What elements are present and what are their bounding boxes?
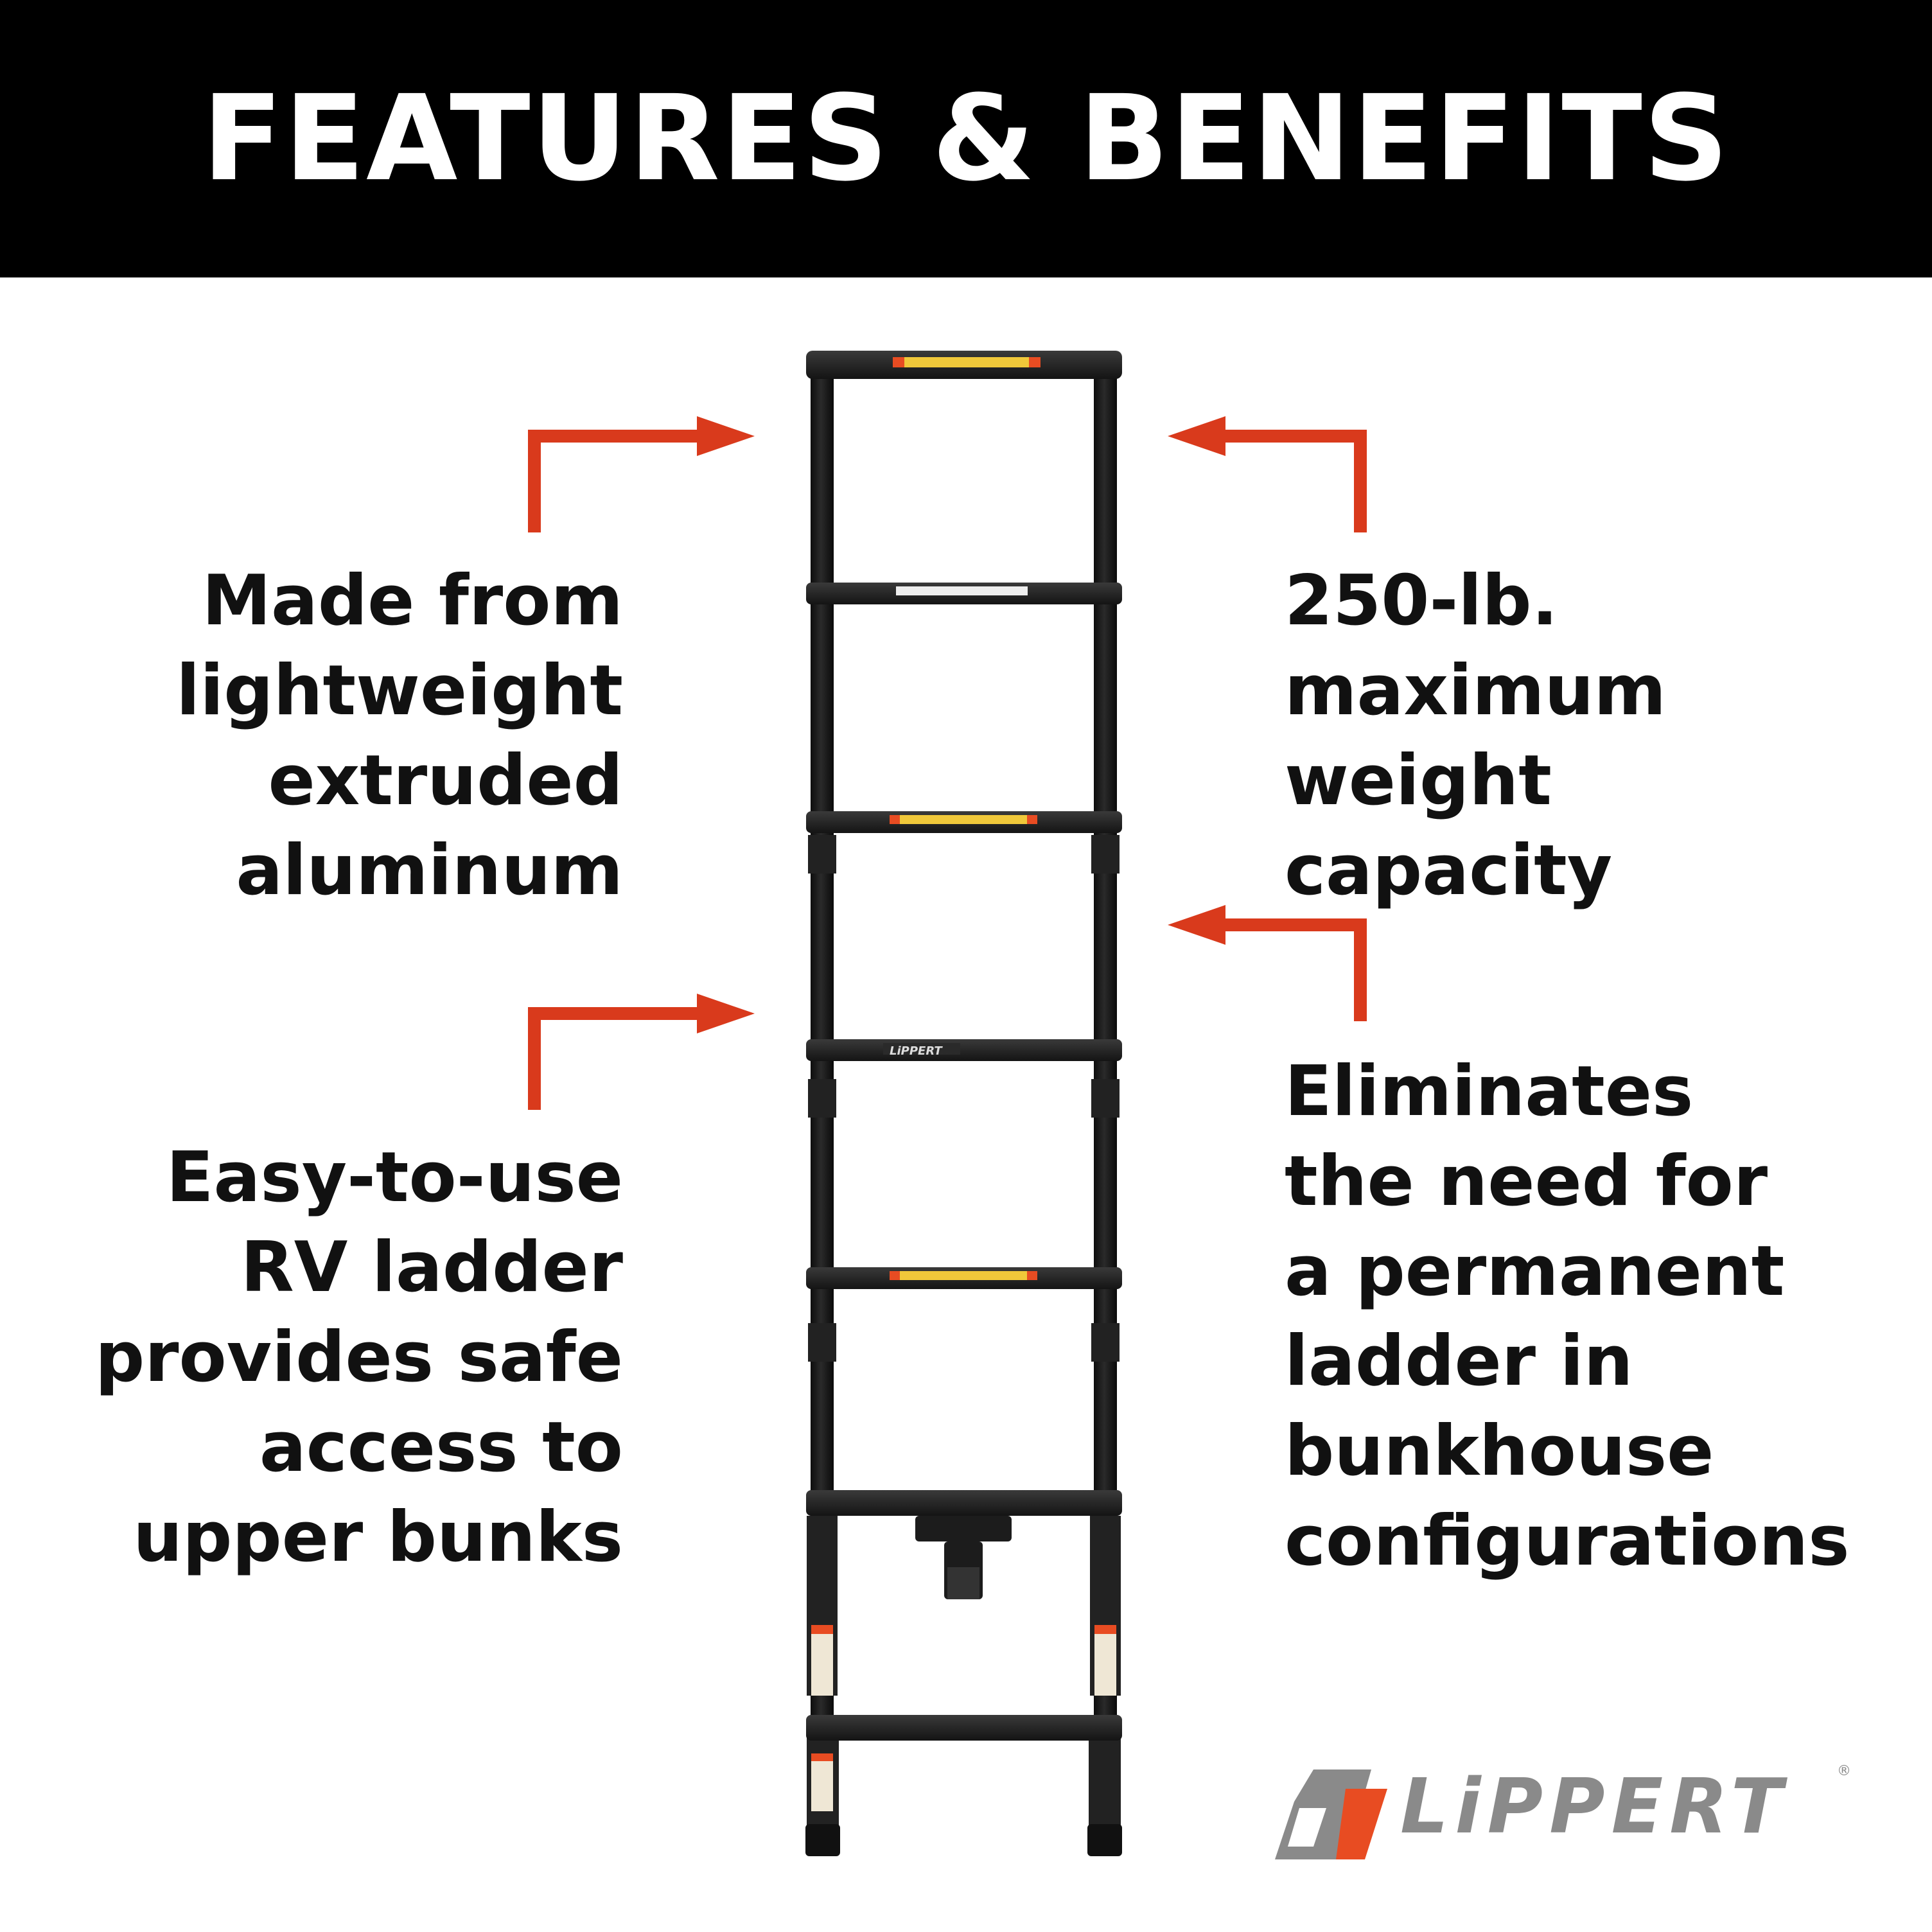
callout-arrow-icon	[1168, 905, 1367, 1021]
ladder-rail-joints	[807, 835, 1121, 1836]
ladder-top-rung-label	[893, 357, 1041, 367]
feature-capacity: 250-lb. maximum weight capacity	[1285, 561, 1667, 911]
feature-access: Easy-to-use RV ladder provides safe acce…	[94, 1137, 623, 1577]
ladder-right-foot	[1087, 1824, 1122, 1856]
brand-registered-mark: ®	[1837, 1763, 1851, 1779]
feature-eliminates: Eliminates the need for a permanent ladd…	[1285, 1051, 1850, 1581]
ladder-latch	[915, 1516, 1012, 1599]
brand-logo: LiPPERT ®	[1275, 1763, 1853, 1866]
ladder-rail-labels	[811, 1625, 1116, 1811]
callout-arrow-icon	[1168, 416, 1367, 532]
ladder-rungs	[806, 583, 1122, 1741]
header-banner: FEATURES & BENEFITS	[0, 0, 1932, 277]
callout-arrow-icon	[528, 994, 755, 1110]
brand-wordmark: LiPPERT	[1400, 1762, 1789, 1850]
page-title: FEATURES & BENEFITS	[202, 70, 1730, 207]
lippert-shield-logo-icon	[1275, 1770, 1387, 1859]
callout-arrow-icon	[528, 416, 755, 532]
ladder-rung-brand: LiPPERT	[890, 1044, 943, 1058]
feature-material: Made from lightweight extruded aluminum	[176, 561, 623, 911]
ladder-left-foot	[805, 1824, 840, 1856]
